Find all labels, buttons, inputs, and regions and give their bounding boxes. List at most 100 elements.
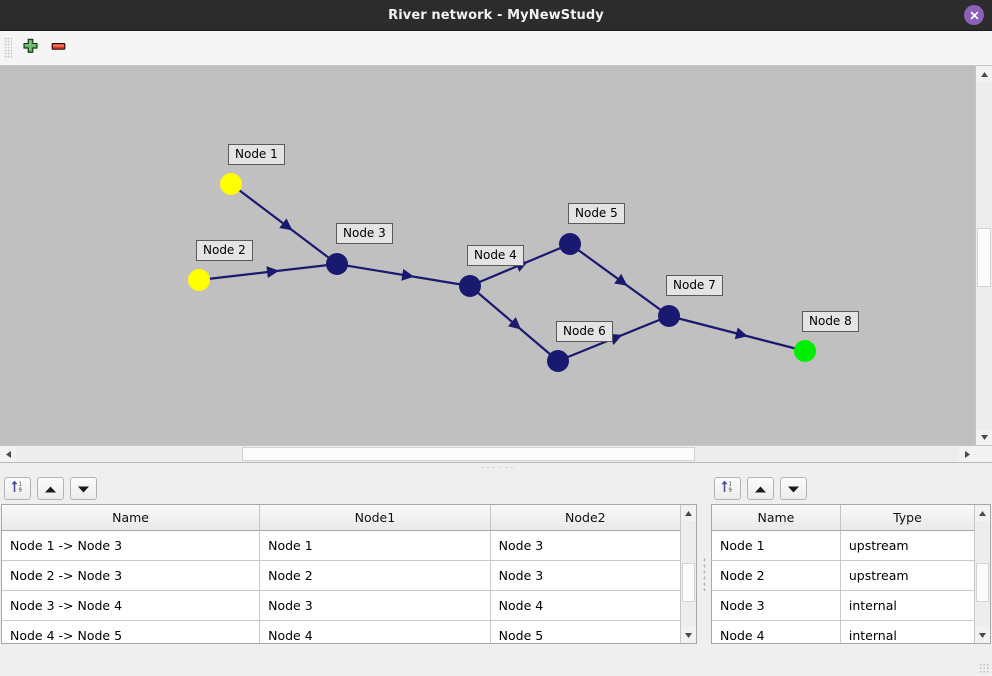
tables-area: 1 9 (0, 472, 992, 676)
remove-node-button[interactable] (44, 34, 72, 62)
table-cell[interactable]: Node 1 (712, 530, 841, 561)
graph-node-label[interactable]: Node 2 (196, 240, 253, 261)
nodes-move-up-button[interactable] (747, 476, 774, 500)
scrollbar-corner (975, 446, 992, 462)
table-cell[interactable]: internal (840, 620, 974, 643)
table-cell[interactable]: internal (840, 590, 974, 621)
table-cell[interactable]: upstream (840, 530, 974, 561)
reaches-vertical-scrollbar[interactable] (680, 505, 696, 643)
graph-node-label[interactable]: Node 4 (467, 245, 524, 266)
graph-node[interactable] (794, 340, 816, 362)
table-cell[interactable]: Node 4 (712, 620, 841, 643)
graph-node-label[interactable]: Node 6 (556, 321, 613, 342)
graph-node[interactable] (658, 305, 680, 327)
nodes-move-down-button[interactable] (780, 476, 807, 500)
reaches-move-down-button[interactable] (70, 476, 97, 500)
network-graph-canvas[interactable]: Node 1 Node 2 Node 3 Node 4 Node 5 Node 6 Node… (0, 66, 975, 445)
table-cell[interactable]: Node 3 (490, 530, 680, 561)
scroll-up-arrow-icon[interactable] (681, 505, 696, 521)
scroll-up-arrow-icon[interactable] (976, 66, 992, 82)
graph-vscroll-track[interactable] (976, 82, 992, 429)
table-cell[interactable]: Node 2 -> Node 3 (2, 560, 261, 591)
scroll-down-arrow-icon[interactable] (976, 429, 992, 445)
reaches-vscroll-thumb[interactable] (682, 563, 695, 602)
table-cell[interactable]: Node 4 -> Node 5 (2, 620, 261, 643)
graph-node[interactable] (547, 350, 569, 372)
column-header[interactable]: Node2 (490, 505, 680, 531)
graph-node[interactable] (559, 233, 581, 255)
graph-vscroll-thumb[interactable] (977, 227, 991, 287)
vertical-splitter[interactable] (698, 472, 710, 676)
table-cell[interactable]: Node 3 (490, 560, 680, 591)
reaches-move-up-button[interactable] (37, 476, 64, 500)
graph-node[interactable] (188, 269, 210, 291)
window-resize-grip[interactable] (979, 663, 989, 673)
table-cell[interactable]: Node 3 (712, 590, 841, 621)
horizontal-splitter[interactable] (0, 462, 992, 472)
graph-hscroll-track[interactable] (16, 446, 959, 462)
nodes-status-bar (710, 644, 992, 676)
table-cell[interactable]: Node 3 -> Node 4 (2, 590, 261, 621)
reaches-vscroll-track[interactable] (681, 521, 696, 627)
graph-edge-arrow-icon (734, 327, 748, 340)
graph-node[interactable] (459, 275, 481, 297)
graph-node-label[interactable]: Node 7 (666, 275, 723, 296)
reaches-sort-button[interactable]: 1 9 (4, 476, 31, 500)
close-icon[interactable] (964, 5, 984, 25)
scroll-left-arrow-icon[interactable] (0, 446, 16, 462)
graph-horizontal-scrollbar[interactable] (0, 445, 992, 462)
table-cell[interactable]: Node 2 (259, 560, 491, 591)
table-cell[interactable]: Node 4 (490, 590, 680, 621)
toolbar-grip[interactable] (4, 37, 12, 59)
window-title: River network - MyNewStudy (388, 7, 604, 23)
sort-ascending-icon: 1 9 (10, 479, 25, 498)
nodes-vscroll-thumb[interactable] (976, 563, 989, 602)
sort-ascending-icon: 1 9 (720, 479, 735, 498)
graph-edge-arrow-icon (401, 268, 415, 281)
table-cell[interactable]: Node 3 (259, 590, 491, 621)
graph-hscroll-thumb[interactable] (242, 447, 695, 461)
svg-text:9: 9 (19, 487, 22, 493)
graph-node-label[interactable]: Node 1 (228, 144, 285, 165)
table-cell[interactable]: Node 2 (712, 560, 841, 591)
add-node-button[interactable] (16, 34, 44, 62)
table-cell[interactable]: Node 1 (259, 530, 491, 561)
table-cell[interactable]: Node 1 -> Node 3 (2, 530, 261, 561)
column-header[interactable]: Name (2, 505, 261, 531)
nodes-vertical-scrollbar[interactable] (974, 505, 990, 643)
column-header[interactable]: Name (712, 505, 841, 531)
scroll-up-arrow-icon[interactable] (975, 505, 990, 521)
nodes-panel: 1 9 (710, 472, 992, 676)
graph-node[interactable] (220, 173, 242, 195)
svg-text:1: 1 (729, 481, 732, 487)
graph-vertical-scrollbar[interactable] (975, 66, 992, 445)
graph-node-label[interactable]: Node 3 (336, 223, 393, 244)
nodes-vscroll-track[interactable] (975, 521, 990, 627)
table-cell[interactable]: Node 4 (259, 620, 491, 643)
graph-node-label[interactable]: Node 8 (802, 311, 859, 332)
column-header[interactable]: Node1 (259, 505, 491, 531)
column-header[interactable]: Type (840, 505, 974, 531)
green-plus-icon (22, 38, 39, 59)
graph-node-label[interactable]: Node 5 (568, 203, 625, 224)
scroll-down-arrow-icon[interactable] (975, 627, 990, 643)
table-cell[interactable]: Node 5 (490, 620, 680, 643)
scroll-down-arrow-icon[interactable] (681, 627, 696, 643)
graph-node[interactable] (326, 253, 348, 275)
scroll-right-arrow-icon[interactable] (959, 446, 975, 462)
table-cell[interactable]: upstream (840, 560, 974, 591)
svg-text:1: 1 (19, 481, 22, 487)
nodes-sort-button[interactable]: 1 9 (714, 476, 741, 500)
